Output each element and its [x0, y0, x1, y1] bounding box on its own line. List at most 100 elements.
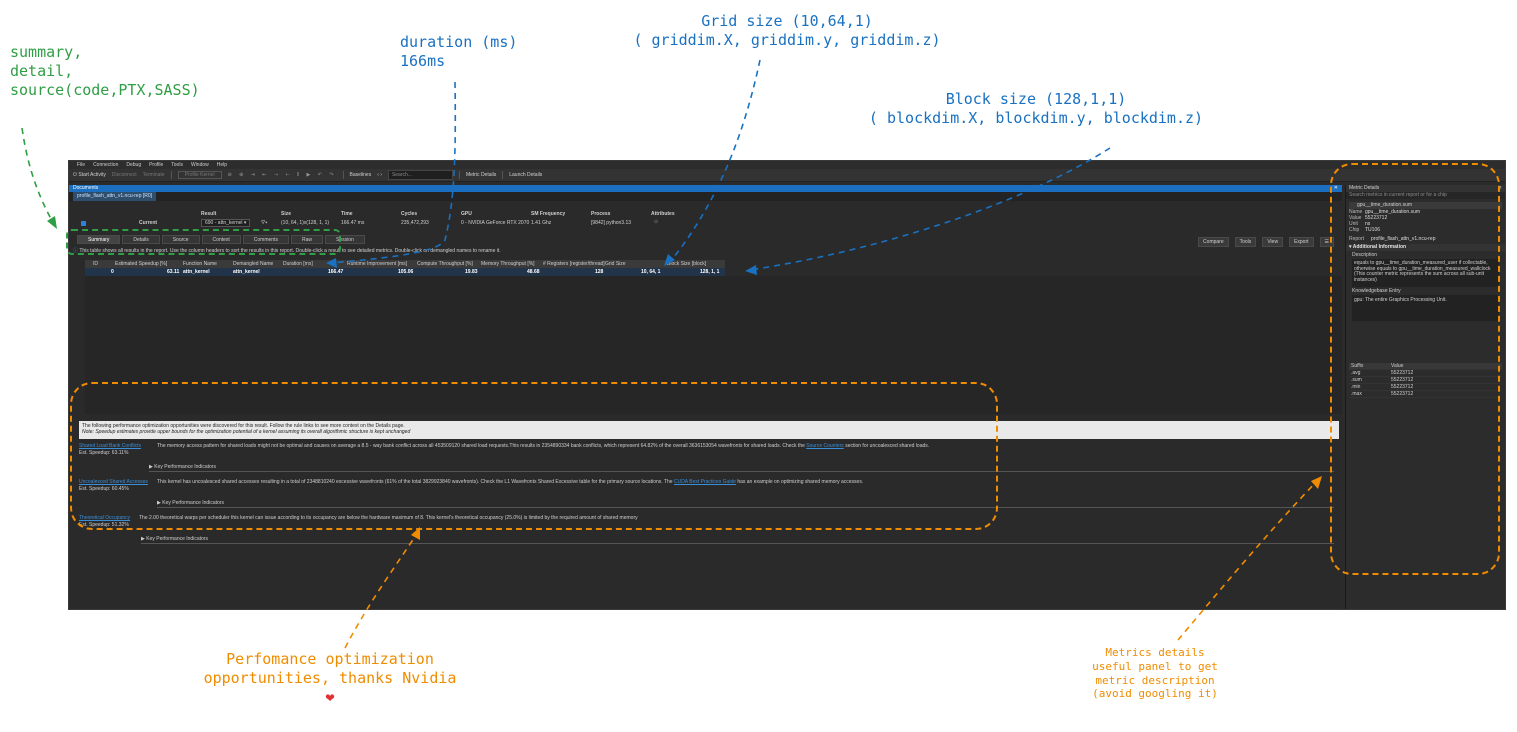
col-function[interactable]: Function Name — [183, 261, 217, 267]
duration-annotation: duration (ms) 166ms — [400, 33, 518, 70]
tab-context[interactable]: Context — [201, 235, 241, 244]
tab-details[interactable]: Details — [122, 235, 160, 244]
menu-icon[interactable]: ☰ — [1319, 237, 1334, 247]
cell-grid-size: 10, 64, 1 — [641, 269, 661, 275]
col-runtime-improvement[interactable]: Runtime Improvement [ms] — [347, 261, 408, 267]
col-demangled[interactable]: Demangled Name — [233, 261, 274, 267]
menu-connection[interactable]: Connection — [93, 162, 119, 168]
tab-raw[interactable]: Raw — [290, 235, 323, 244]
current-marker — [81, 221, 86, 226]
col-speedup[interactable]: Estimated Speedup [%] — [115, 261, 168, 267]
chevron-down-icon: ▾ — [1349, 244, 1352, 250]
baselines-button[interactable]: Baselines — [349, 172, 372, 178]
attributes-icon[interactable]: ⊙ — [654, 219, 659, 225]
table-row[interactable]: 0 63.11 attn_kernel attn_kernel 166.47 1… — [85, 268, 725, 276]
rule-link[interactable]: Shared Load Bank Conflicts — [79, 443, 141, 449]
tools-button[interactable]: Tools — [1234, 237, 1257, 247]
col-grid-size[interactable]: Grid Size — [605, 261, 626, 267]
source-counters-link[interactable]: Source Counters — [806, 443, 844, 449]
menu-help[interactable]: Help — [216, 162, 228, 168]
profile-kernel-button[interactable]: Profile Kernel — [177, 171, 222, 179]
right-tools: Compare Tools View Export ☰ — [1198, 237, 1334, 247]
description-text: equals to gpu__time_duration_measured_us… — [1352, 259, 1499, 287]
kernel-select[interactable]: 690 - attn_kernel ▾ — [201, 219, 251, 227]
menu-window[interactable]: Window — [190, 162, 209, 168]
cell-compute-throughput: 19.83 — [465, 269, 478, 275]
metric-name-bar: gpu__time_duration.sum — [1349, 202, 1502, 209]
col-compute-throughput[interactable]: Compute Throughput [%] — [417, 261, 473, 267]
result-time: 166.47 ms — [341, 220, 365, 226]
compare-button[interactable]: Compare — [1198, 237, 1229, 247]
toolbar: ⏻ Start Activity Disconnect Terminate Pr… — [69, 169, 1505, 182]
menu-debug[interactable]: Debug — [126, 162, 142, 168]
rule-link[interactable]: Theoretical Occupancy — [79, 515, 131, 521]
menu-profile[interactable]: Profile — [149, 162, 164, 168]
rule-description: The memory access pattern for shared loa… — [157, 443, 930, 449]
kb-text: gpu: The entire Graphics Processing Unit… — [1352, 295, 1499, 321]
start-activity-button[interactable]: ⏻ Start Activity — [73, 172, 106, 178]
view-button[interactable]: View — [1262, 237, 1284, 247]
close-icon[interactable]: ✕ — [1333, 185, 1338, 191]
perf-intro: The following performance optimization o… — [79, 421, 1339, 439]
disconnect-button[interactable]: Disconnect — [111, 172, 137, 178]
metric-details-button[interactable]: Metric Details — [465, 172, 497, 178]
col-id[interactable]: ID — [93, 261, 98, 267]
tab-source[interactable]: Source — [161, 235, 200, 244]
cell-duration: 166.47 — [328, 269, 344, 275]
chevron-down-icon: ▾ — [243, 220, 247, 226]
result-process: [9842] python3.13 — [591, 220, 632, 226]
rule-description: This kernel has uncoalesced shared acces… — [157, 479, 864, 485]
documents-titlebar: Documents ✕ — [69, 185, 1342, 192]
nav-arrows-icon[interactable]: ‹ › — [377, 172, 382, 178]
metrics-highlight-box — [1330, 163, 1500, 575]
col-block-size[interactable]: Block Size [block] — [667, 261, 707, 267]
filter-icon[interactable]: ⛛▾ — [261, 220, 268, 226]
tab-comments[interactable]: Comments — [242, 235, 289, 244]
info-text: This table shows all results in the repo… — [79, 248, 501, 254]
hdr-cycles: Cycles — [401, 211, 418, 217]
document-tab[interactable]: profile_flash_attn_v1.ncu-rep [R0] — [73, 192, 157, 201]
export-button[interactable]: Export — [1289, 237, 1314, 247]
kpi-toggle-2[interactable]: ▶ Key Performance Indicators — [157, 499, 1334, 508]
kpi-toggle-1[interactable]: ▶ Key Performance Indicators — [149, 463, 1334, 472]
menu-file[interactable]: File — [77, 162, 86, 168]
cell-function: attn_kernel — [183, 269, 210, 275]
toolbar-separator — [502, 171, 504, 179]
launch-details-button[interactable]: Launch Details — [509, 172, 543, 178]
toolbar-separator — [342, 171, 344, 179]
cell-demangled: attn_kernel — [233, 269, 260, 275]
results-table-body — [85, 276, 1342, 414]
toolbar-search-input[interactable]: Search... — [387, 170, 453, 180]
arrow-tabs — [21, 127, 56, 227]
results-table-header: ID Estimated Speedup [%] Function Name D… — [85, 260, 725, 268]
cell-speedup: 63.11 — [167, 269, 180, 275]
result-cycles: 235,472,293 — [401, 220, 429, 226]
result-gpu: 0 - NVIDIA GeForce RTX 2070 — [461, 220, 530, 226]
perf-annotation: Perfomance optimization opportunities, t… — [180, 650, 480, 706]
rule-speedup: Est. Speedup: 60.45% — [79, 486, 129, 492]
cell-block-size: 128, 1, 1 — [700, 269, 720, 275]
col-registers[interactable]: # Registers [register/thread] — [543, 261, 605, 267]
rule-link[interactable]: Uncoalesced Shared Accesses — [79, 479, 148, 485]
menu-tools[interactable]: Tools — [171, 162, 183, 168]
best-practices-link[interactable]: CUDA Best Practices Guide — [673, 479, 736, 485]
chevron-right-icon: ▶ — [141, 536, 145, 542]
col-memory-throughput[interactable]: Memory Throughput [%] — [481, 261, 535, 267]
terminate-button[interactable]: Terminate — [142, 172, 165, 178]
tabs-highlight-box — [66, 229, 341, 255]
tab-summary[interactable]: Summary — [77, 235, 121, 244]
hdr-size: Size — [281, 211, 292, 217]
step-icons: ⊘ ⊕ ⇥ ⇤ ⇢ ⇠ ‖ ▶ ↶ ↷ — [227, 172, 337, 178]
metric-search-input[interactable]: Search metrics in current report or for … — [1346, 192, 1505, 199]
toolbar-separator — [170, 171, 172, 179]
hdr-time: Time — [341, 211, 353, 217]
additional-info-section[interactable]: ▾ Additional Information — [1346, 244, 1505, 251]
kpi-toggle-3[interactable]: ▶ Key Performance Indicators — [141, 535, 1334, 544]
col-duration[interactable]: Duration [ms] — [283, 261, 313, 267]
